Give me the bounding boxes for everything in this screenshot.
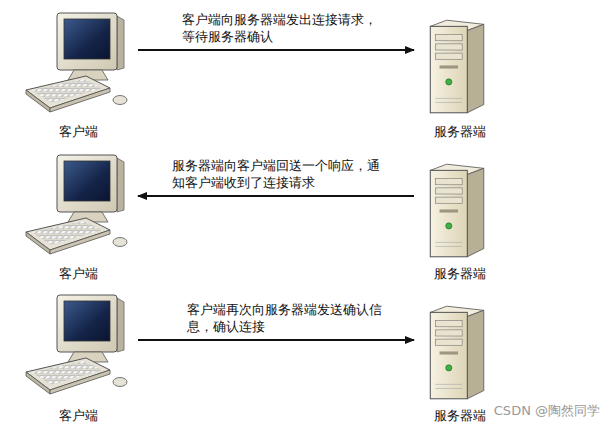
server-node: 服务器端 xyxy=(416,300,504,424)
node-label: 客户端 xyxy=(20,408,136,424)
message-arrow xyxy=(138,195,414,197)
watermark: CSDN @陶然同学 xyxy=(494,402,600,420)
client-node: 客户端 xyxy=(20,8,136,140)
arrow-label: 服务器端向客户端回送一个响应，通知客户端收到了连接请求 xyxy=(170,157,389,191)
client-node: 客户端 xyxy=(20,150,136,282)
message-arrow xyxy=(138,49,414,51)
message-arrow xyxy=(138,339,414,341)
server-node: 服务器端 xyxy=(416,158,504,282)
node-label: 客户端 xyxy=(20,124,136,140)
server-node: 服务器端 xyxy=(416,14,504,140)
node-label: 服务器端 xyxy=(416,266,504,282)
client-node: 客户端 xyxy=(20,290,136,424)
arrow-label: 客户端再次向服务器端发送确认信息，确认连接 xyxy=(185,301,389,335)
node-label: 服务器端 xyxy=(416,408,504,424)
node-label: 客户端 xyxy=(20,266,136,282)
node-label: 服务器端 xyxy=(416,124,504,140)
arrow-label: 客户端向服务器端发出连接请求，等待服务器确认 xyxy=(180,11,384,45)
